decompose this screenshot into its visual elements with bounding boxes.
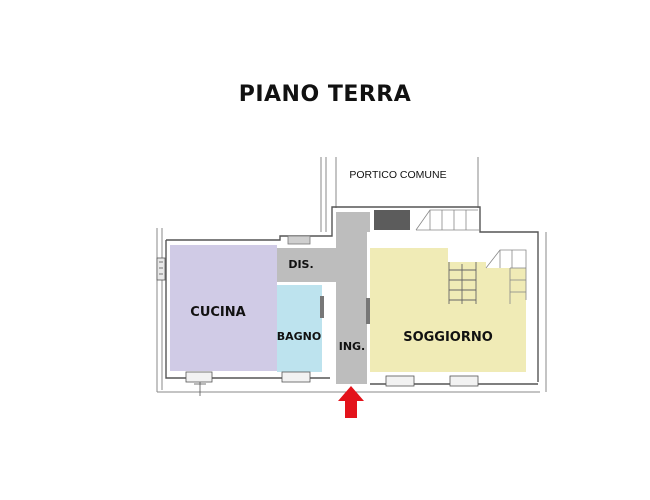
storage-block (374, 210, 410, 230)
door-hatch (366, 298, 370, 324)
disimpegno-area (277, 248, 339, 282)
stair-ladder (448, 262, 477, 304)
entrance-arrow-icon (338, 386, 364, 418)
staircase (415, 209, 527, 304)
side-vent (156, 257, 166, 281)
label-dis: DIS. (288, 258, 313, 271)
label-portico-comune: PORTICO COMUNE (349, 169, 446, 181)
label-ing: ING. (339, 340, 366, 353)
page-title: PIANO TERRA (238, 82, 412, 107)
label-bagno: BAGNO (277, 330, 321, 343)
room-cucina (170, 245, 277, 371)
bottom-windows (185, 371, 479, 396)
corridor (277, 212, 370, 384)
ingresso-corridor (336, 212, 367, 384)
label-soggiorno: SOGGIORNO (403, 330, 493, 345)
room-bagno (277, 285, 322, 372)
room-soggiorno (370, 248, 526, 372)
label-cucina: CUCINA (190, 305, 245, 320)
